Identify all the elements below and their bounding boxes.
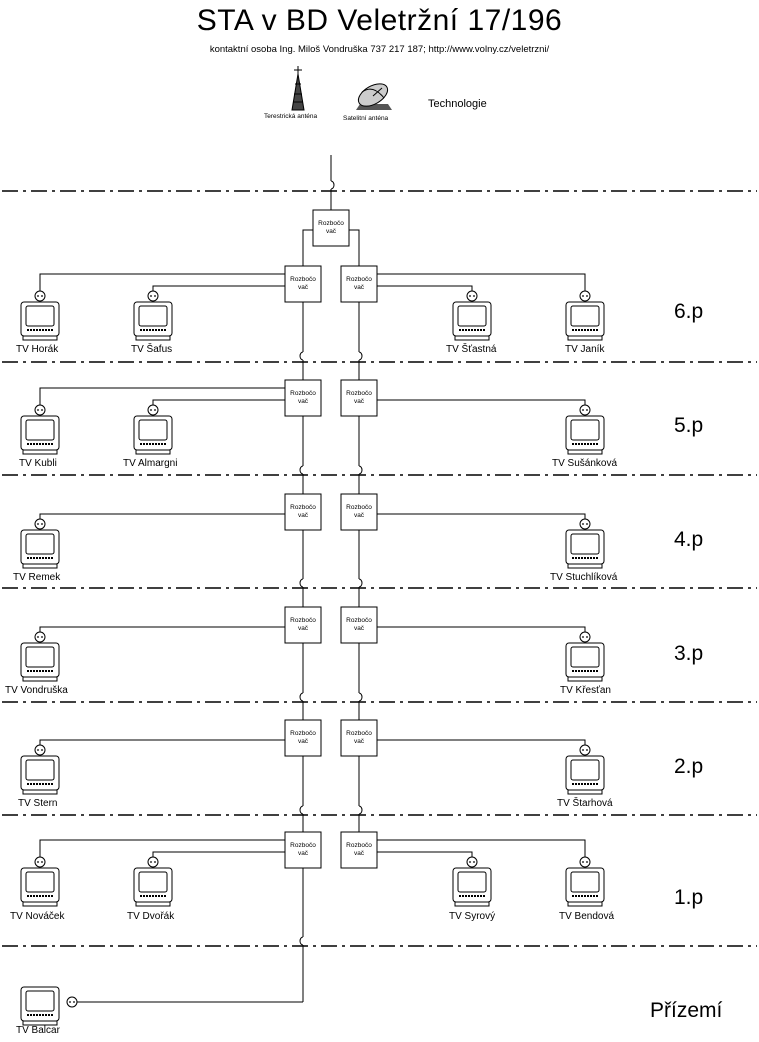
tv-label: TV Kubli <box>19 458 57 469</box>
diagram-title: STA v BD Veletržní 17/196 <box>196 4 563 37</box>
splitter-label: Rozbočo vač <box>346 730 372 745</box>
splitter-label: Rozbočo vač <box>290 504 316 519</box>
splitter-label: Rozbočo vač <box>290 842 316 857</box>
tv-label: TV Balcar <box>16 1025 60 1036</box>
splitter-label: Rozbočo vač <box>290 276 316 291</box>
splitter-label: Rozbočo vač <box>346 390 372 405</box>
splitter-label: Rozbočo vač <box>346 504 372 519</box>
tv-label: TV Šťastná <box>446 344 497 355</box>
floor-label-4: 4.p <box>674 528 704 551</box>
floor-label-3: 3.p <box>674 642 704 665</box>
technology-label: Technologie <box>428 98 487 110</box>
tv-label: TV Bendová <box>559 911 615 922</box>
contact-subtitle: kontaktní osoba Ing. Miloš Vondruška 737… <box>209 44 550 55</box>
tv-label: TV Štarhová <box>557 798 613 809</box>
splitter <box>284 831 322 869</box>
tv-label: TV Remek <box>13 572 61 583</box>
tv-label: TV Stern <box>18 798 58 809</box>
tv-icon <box>565 744 605 795</box>
tv-icon <box>20 631 60 682</box>
splitter <box>284 606 322 644</box>
splitter <box>340 493 378 531</box>
splitter-label: Rozbočo vač <box>346 617 372 632</box>
tv-label: TV Janík <box>565 344 605 355</box>
floor-separators <box>2 190 757 947</box>
tv-label: TV Sušánková <box>552 458 618 469</box>
floor-label-ground: Přízemí <box>650 999 723 1022</box>
tv-icon <box>133 856 173 907</box>
splitter <box>340 265 378 303</box>
splitter-label: Rozbočo vač <box>318 220 344 235</box>
tv-label: TV Křesťan <box>560 685 611 696</box>
splitter-label: Rozbočo vač <box>346 842 372 857</box>
satellite-antenna-label: Satelitní anténa <box>343 115 389 122</box>
terrestrial-antenna-label: Terestrická anténa <box>264 113 318 120</box>
tv-icon <box>565 518 605 569</box>
floor-label-2: 2.p <box>674 755 704 778</box>
cables <box>39 155 586 1003</box>
tv-label: TV Šafus <box>131 344 173 355</box>
splitters <box>284 209 378 869</box>
tv-icon <box>20 518 60 569</box>
tv-icon <box>565 404 605 455</box>
splitter <box>284 379 322 417</box>
tv-sets <box>20 290 605 1026</box>
splitter-label: Rozbočo vač <box>290 390 316 405</box>
tv-icon <box>20 404 60 455</box>
tv-icon <box>20 986 60 1026</box>
tv-label: TV Stuchlíková <box>550 572 618 583</box>
splitter <box>284 719 322 757</box>
splitter-label: Rozbočo vač <box>290 617 316 632</box>
floor-label-6: 6.p <box>674 300 704 323</box>
tv-label: TV Dvořák <box>127 911 175 922</box>
tv-icon <box>133 290 173 341</box>
tv-label: TV Vondruška <box>5 685 68 696</box>
tv-icon <box>565 631 605 682</box>
tv-icon <box>452 290 492 341</box>
tv-label: TV Almargni <box>123 458 178 469</box>
splitter <box>340 606 378 644</box>
main-splitter <box>312 209 350 247</box>
floor-label-5: 5.p <box>674 414 704 437</box>
splitter <box>284 265 322 303</box>
satellite-antenna-icon <box>356 83 392 110</box>
tv-label: TV Nováček <box>10 911 65 922</box>
splitter <box>284 493 322 531</box>
tv-label: TV Horák <box>16 344 59 355</box>
tv-icon <box>20 856 60 907</box>
tv-icon <box>565 290 605 341</box>
splitter <box>340 831 378 869</box>
splitter-label: Rozbočo vač <box>346 276 372 291</box>
tv-icon <box>452 856 492 907</box>
terrestrial-antenna-icon <box>291 66 305 111</box>
tv-icon <box>565 856 605 907</box>
tv-icon <box>20 744 60 795</box>
tv-icon <box>133 404 173 455</box>
tv-label: TV Syrový <box>449 911 496 922</box>
splitter-label: Rozbočo vač <box>290 730 316 745</box>
splitter <box>340 379 378 417</box>
tv-icon <box>20 290 60 341</box>
splitter <box>340 719 378 757</box>
floor-label-1: 1.p <box>674 886 704 909</box>
